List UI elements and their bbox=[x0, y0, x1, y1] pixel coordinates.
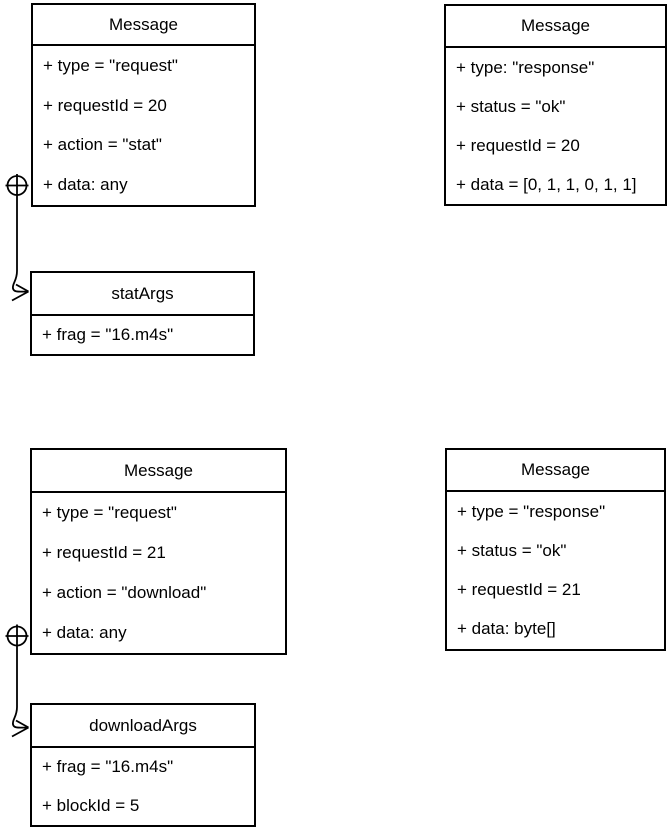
class-title: Message bbox=[33, 5, 254, 46]
class-field: + data: any bbox=[42, 623, 127, 642]
class-field: + type = "request" bbox=[43, 55, 178, 75]
connector-message20-statargs bbox=[5, 174, 29, 302]
class-title: Message bbox=[447, 450, 664, 492]
class-title: Message bbox=[32, 450, 285, 493]
open-arrowhead-icon bbox=[11, 719, 29, 738]
open-arrowhead-icon bbox=[11, 283, 29, 302]
class-field: + frag = "16.m4s" bbox=[42, 325, 174, 344]
class-field: + status = "ok" bbox=[456, 96, 566, 116]
class-box-downloadargs: downloadArgs + frag = "16.m4s" + blockId… bbox=[30, 703, 256, 827]
class-field: + status = "ok" bbox=[457, 540, 567, 560]
class-fields: + type = "request" + requestId = 20 + ac… bbox=[33, 46, 254, 205]
class-field: + blockId = 5 bbox=[42, 795, 140, 815]
class-box-message-response-21: Message + type = "response" + status = "… bbox=[445, 448, 666, 651]
class-fields: + type = "request" + requestId = 21 + ac… bbox=[32, 493, 285, 653]
class-fields: + frag = "16.m4s" bbox=[32, 316, 253, 354]
class-field: + action = "stat" bbox=[43, 135, 162, 155]
class-title: Message bbox=[446, 6, 665, 48]
class-box-message-request-20: Message + type = "request" + requestId =… bbox=[31, 3, 256, 207]
class-title: downloadArgs bbox=[32, 705, 254, 748]
class-fields: + type: "response" + status = "ok" + req… bbox=[446, 48, 665, 204]
class-field: + type: "response" bbox=[456, 57, 595, 77]
class-title: statArgs bbox=[32, 273, 253, 316]
class-field: + type = "response" bbox=[457, 501, 606, 521]
circle-plus-anchor-icon bbox=[5, 624, 29, 648]
class-box-message-response-20: Message + type: "response" + status = "o… bbox=[444, 4, 667, 206]
class-field: + data = [0, 1, 1, 0, 1, 1] bbox=[456, 174, 637, 194]
class-field: + requestId = 21 bbox=[457, 580, 581, 600]
class-box-statargs: statArgs + frag = "16.m4s" bbox=[30, 271, 255, 356]
circle-plus-anchor-icon bbox=[5, 174, 29, 197]
class-field: + data: byte[] bbox=[457, 619, 556, 639]
class-box-message-request-21: Message + type = "request" + requestId =… bbox=[30, 448, 287, 655]
class-field: + requestId = 20 bbox=[43, 95, 167, 115]
connector-edge bbox=[11, 647, 29, 729]
class-field: + action = "download" bbox=[42, 583, 207, 602]
class-field: + requestId = 21 bbox=[42, 543, 166, 562]
class-field: + frag = "16.m4s" bbox=[42, 757, 174, 777]
class-fields: + frag = "16.m4s" + blockId = 5 bbox=[32, 748, 254, 825]
class-field: + requestId = 20 bbox=[456, 135, 580, 155]
class-field: + data: any bbox=[43, 175, 128, 195]
connector-edge bbox=[11, 197, 29, 293]
class-field: + type = "request" bbox=[42, 503, 177, 522]
connector-message21-downloadargs bbox=[5, 624, 29, 738]
class-fields: + type = "response" + status = "ok" + re… bbox=[447, 492, 664, 649]
